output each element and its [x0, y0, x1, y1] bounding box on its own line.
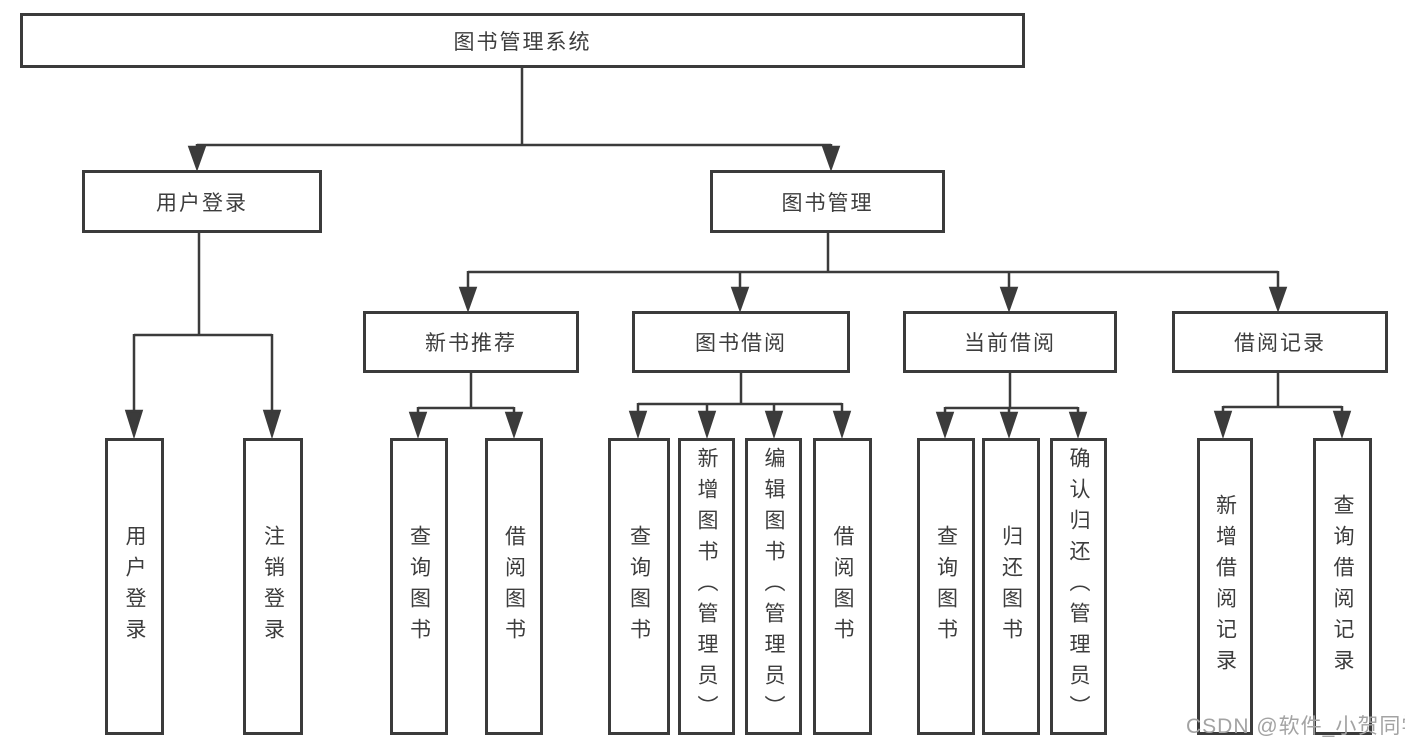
node-user-login: 用户登录 [82, 170, 322, 233]
node-label: 查询图书 [407, 524, 431, 649]
node-new-book-recommend: 新书推荐 [363, 311, 579, 373]
node-logout: 注销登录 [243, 438, 303, 735]
node-label: 新增图书（管理员） [695, 447, 718, 726]
node-label: 借阅图书 [502, 524, 526, 649]
node-library-management-system: 图书管理系统 [20, 13, 1025, 68]
node-edit-book-admin: 编辑图书（管理员） [745, 438, 802, 735]
node-confirm-return-admin: 确认归还（管理员） [1050, 438, 1107, 735]
node-current-borrowing: 当前借阅 [903, 311, 1117, 373]
node-label: 归还图书 [999, 524, 1023, 649]
node-query-books-recommend: 查询图书 [390, 438, 448, 735]
node-borrow-books-recommend: 借阅图书 [485, 438, 543, 735]
node-label: 编辑图书（管理员） [762, 447, 785, 726]
node-label: 借阅图书 [831, 524, 854, 649]
node-label: 图书借阅 [695, 332, 787, 355]
node-label: 图书管理系统 [453, 30, 592, 54]
node-label: 查询图书 [627, 524, 651, 649]
node-label: 确认归还（管理员） [1067, 447, 1090, 726]
node-label: 新书推荐 [425, 332, 517, 355]
node-query-books-borrowing: 查询图书 [608, 438, 670, 735]
node-book-management: 图书管理 [710, 170, 945, 233]
connector-borrow-record [1213, 373, 1352, 440]
connector-current-borrow [935, 373, 1088, 439]
node-label: 用户登录 [156, 191, 248, 215]
node-label: 用户登录 [123, 524, 146, 649]
connector-new-book [408, 373, 524, 439]
node-add-book-admin: 新增图书（管理员） [678, 438, 735, 735]
node-label: 查询借阅记录 [1331, 493, 1354, 680]
node-label: 图书管理 [781, 191, 874, 215]
connector-root [187, 68, 841, 172]
node-borrow-book: 借阅图书 [813, 438, 872, 735]
node-query-borrow-record: 查询借阅记录 [1313, 438, 1372, 735]
node-add-borrow-record: 新增借阅记录 [1197, 438, 1253, 735]
node-label: 注销登录 [261, 524, 285, 649]
node-borrowing-records: 借阅记录 [1172, 311, 1388, 373]
node-label: 查询图书 [934, 524, 958, 649]
connector-book-borrow [628, 373, 852, 440]
node-label: 借阅记录 [1234, 332, 1326, 355]
connector-book-management [458, 233, 1288, 313]
csdn-watermark: CSDN @软件_小贺同学 [1186, 715, 1405, 738]
node-user-login-leaf: 用户登录 [105, 438, 164, 735]
node-label: 当前借阅 [964, 332, 1056, 355]
node-return-book: 归还图书 [982, 438, 1040, 735]
node-query-books-current: 查询图书 [917, 438, 975, 735]
node-label: 新增借阅记录 [1213, 493, 1237, 680]
node-book-borrowing: 图书借阅 [632, 311, 850, 373]
connector-user-login [124, 233, 282, 440]
